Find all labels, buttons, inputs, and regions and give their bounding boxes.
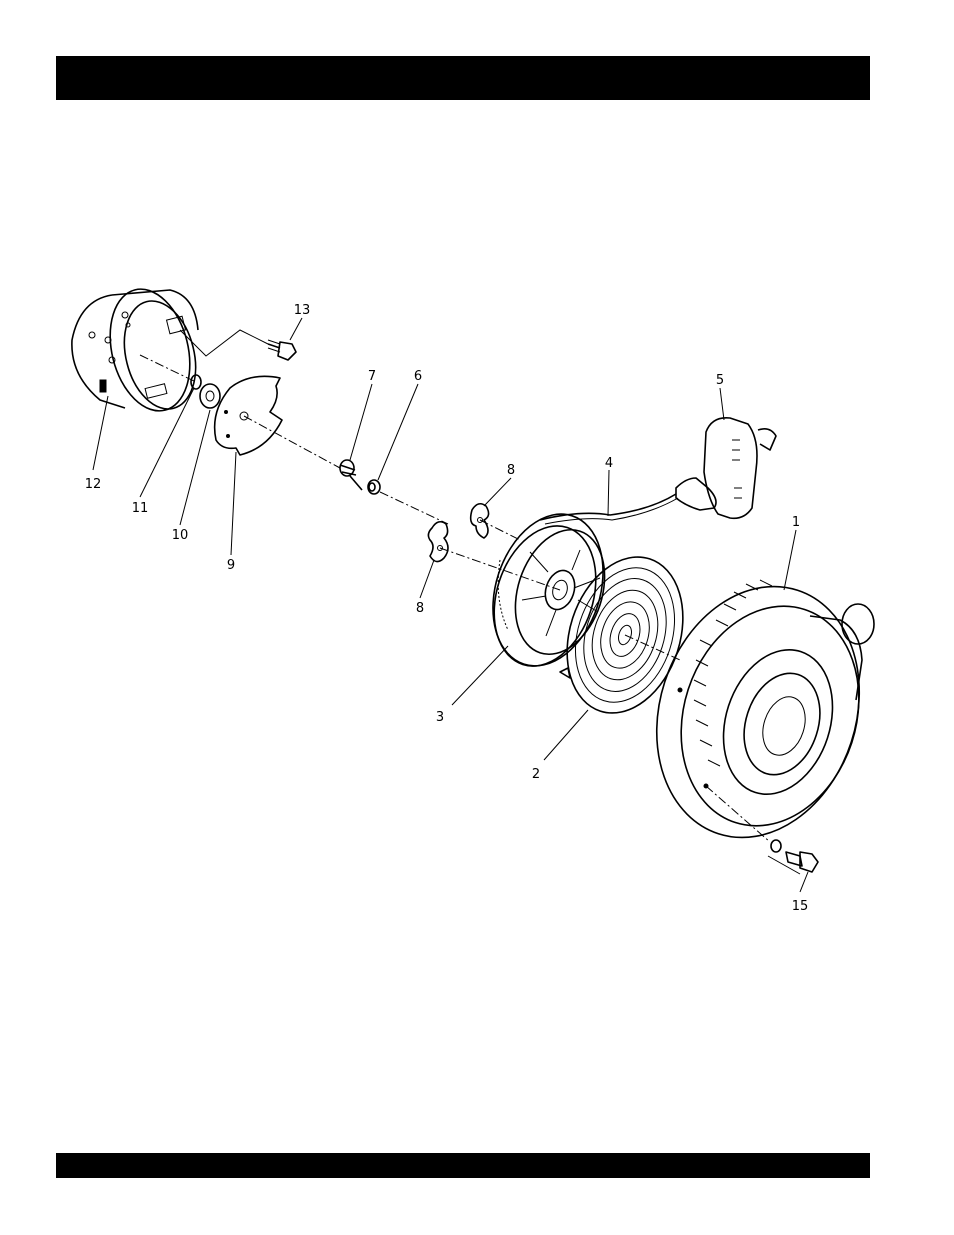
callout-6: 6 xyxy=(414,369,422,384)
part-10-washer xyxy=(200,384,220,408)
part-11-clip xyxy=(191,375,201,389)
part-6-spacer xyxy=(368,480,380,494)
callout-labels: 13 7 6 5 4 8 8 1 12 11 10 9 3 2 15 xyxy=(85,303,809,914)
callout-4: 4 xyxy=(605,456,613,471)
callout-15: 15 xyxy=(792,899,809,914)
part-5-rope-handle xyxy=(676,418,776,519)
callout-8-lower: 8 xyxy=(416,601,424,616)
footer-bar xyxy=(56,1153,870,1178)
part-15-bolt xyxy=(771,840,818,872)
part-4-starter-rope xyxy=(540,494,678,524)
callout-5: 5 xyxy=(716,373,724,388)
part-12-starter-cup xyxy=(72,281,206,420)
leader-lines xyxy=(93,318,808,892)
callout-12: 12 xyxy=(85,477,102,492)
callout-1: 1 xyxy=(792,515,800,530)
part-8-pawl-upper xyxy=(471,504,489,538)
callout-2: 2 xyxy=(532,767,540,782)
part-3-rope-reel xyxy=(474,500,621,681)
callout-11: 11 xyxy=(132,501,149,516)
part-1-starter-housing xyxy=(625,560,891,864)
callout-9: 9 xyxy=(227,558,235,573)
callout-13: 13 xyxy=(294,303,311,318)
callout-10: 10 xyxy=(172,528,189,543)
part-7-spring xyxy=(340,460,362,490)
callout-3: 3 xyxy=(436,710,444,725)
part-13-bolt xyxy=(268,340,296,360)
callout-8-upper: 8 xyxy=(507,463,515,478)
callout-7: 7 xyxy=(368,369,376,384)
assembly-centerlines xyxy=(140,330,770,842)
part-9-ratchet-plate xyxy=(215,376,282,455)
part-8-pawl-lower xyxy=(428,522,448,562)
